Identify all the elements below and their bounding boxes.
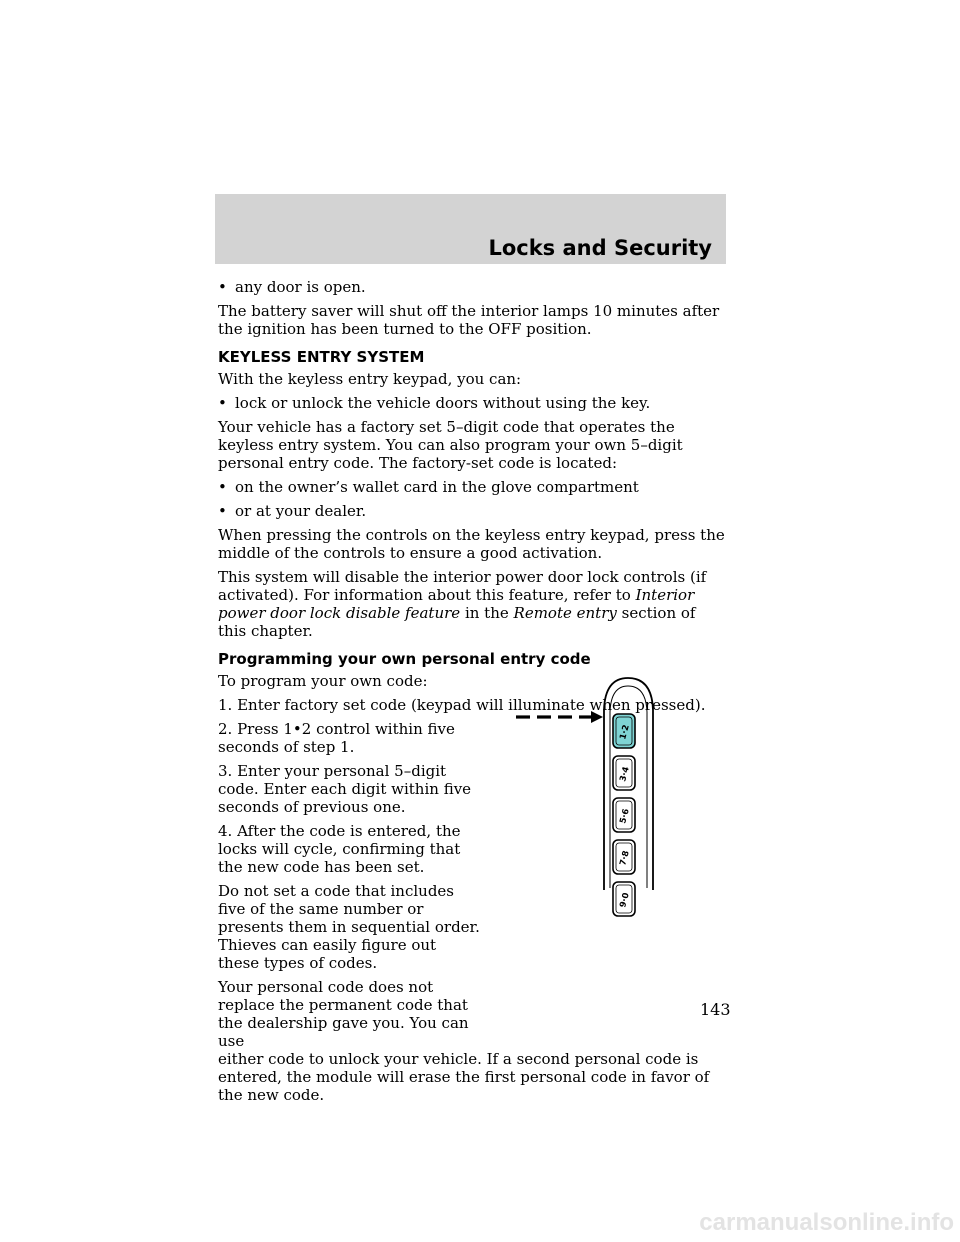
paragraph-intro: With the keyless entry keypad, you can: — [218, 370, 522, 388]
keypad-housing — [603, 677, 654, 890]
cross-reference: Remote entry — [513, 604, 617, 622]
paragraph-battery-saver: The battery saver will shut off the inte… — [218, 302, 720, 338]
watermark: carmanualsonline.info — [699, 1209, 954, 1236]
keypad-button[interactable]: 9·0 — [612, 881, 636, 917]
chapter-title: Locks and Security — [488, 236, 712, 260]
keypad-button[interactable]: 7·8 — [612, 839, 636, 875]
keypad-button-label: 7·8 — [618, 850, 632, 867]
subsection-title: Programming your own personal entry code — [218, 650, 591, 668]
section-title: KEYLESS ENTRY SYSTEM — [218, 348, 425, 366]
step-4: 4. After the code is entered, the locks … — [218, 822, 461, 876]
keypad-illustration: 1·2 3·4 5·6 7·8 9·0 — [516, 677, 654, 917]
bullet-icon: • — [218, 478, 227, 496]
paragraph-to-program: To program your own code: — [218, 672, 428, 690]
step-1: 1. Enter factory set code (keypad will i… — [218, 696, 706, 714]
list-item: • or at your dealer. — [218, 502, 367, 520]
pointer-arrow-icon — [516, 711, 603, 723]
keypad-button[interactable]: 5·6 — [612, 797, 636, 833]
keypad-button[interactable]: 1·2 — [612, 713, 636, 749]
list-item: • any door is open. — [218, 278, 366, 296]
paragraph-factory-code: Your vehicle has a factory set 5–digit c… — [218, 418, 683, 472]
keypad-button-label: 1·2 — [618, 724, 632, 741]
bullet-icon: • — [218, 278, 227, 296]
paragraph-warning: Do not set a code that includes five of … — [218, 882, 480, 972]
bullet-icon: • — [218, 394, 227, 412]
page-content: • any door is open. The battery saver wi… — [218, 278, 728, 1110]
watermark-band: carmanualsonline.info — [0, 1175, 960, 1242]
step-2: 2. Press 1•2 control within five seconds… — [218, 720, 455, 756]
keypad-button-label: 5·6 — [618, 808, 632, 825]
paragraph-replace-2: either code to unlock your vehicle. If a… — [218, 1050, 710, 1104]
keypad-button-label: 9·0 — [618, 892, 632, 909]
step-3: 3. Enter your personal 5–digit code. Ent… — [218, 762, 472, 816]
list-item: • on the owner’s wallet card in the glov… — [218, 478, 639, 496]
page-number: 143 — [700, 1000, 731, 1019]
list-item: • lock or unlock the vehicle doors witho… — [218, 394, 651, 412]
paragraph-replace-1: Your personal code does not replace the … — [218, 978, 469, 1050]
chapter-header-bar: Locks and Security — [215, 194, 726, 264]
paragraph-pressing: When pressing the controls on the keyles… — [218, 526, 725, 562]
keypad-button[interactable]: 3·4 — [612, 755, 636, 791]
keypad-buttons: 1·2 3·4 5·6 7·8 9·0 — [612, 713, 636, 917]
paragraph-disable: This system will disable the interior po… — [218, 568, 707, 640]
keypad-button-label: 3·4 — [618, 766, 632, 783]
cross-reference: Interior power door lock disable feature — [218, 586, 695, 622]
bullet-icon: • — [218, 502, 227, 520]
